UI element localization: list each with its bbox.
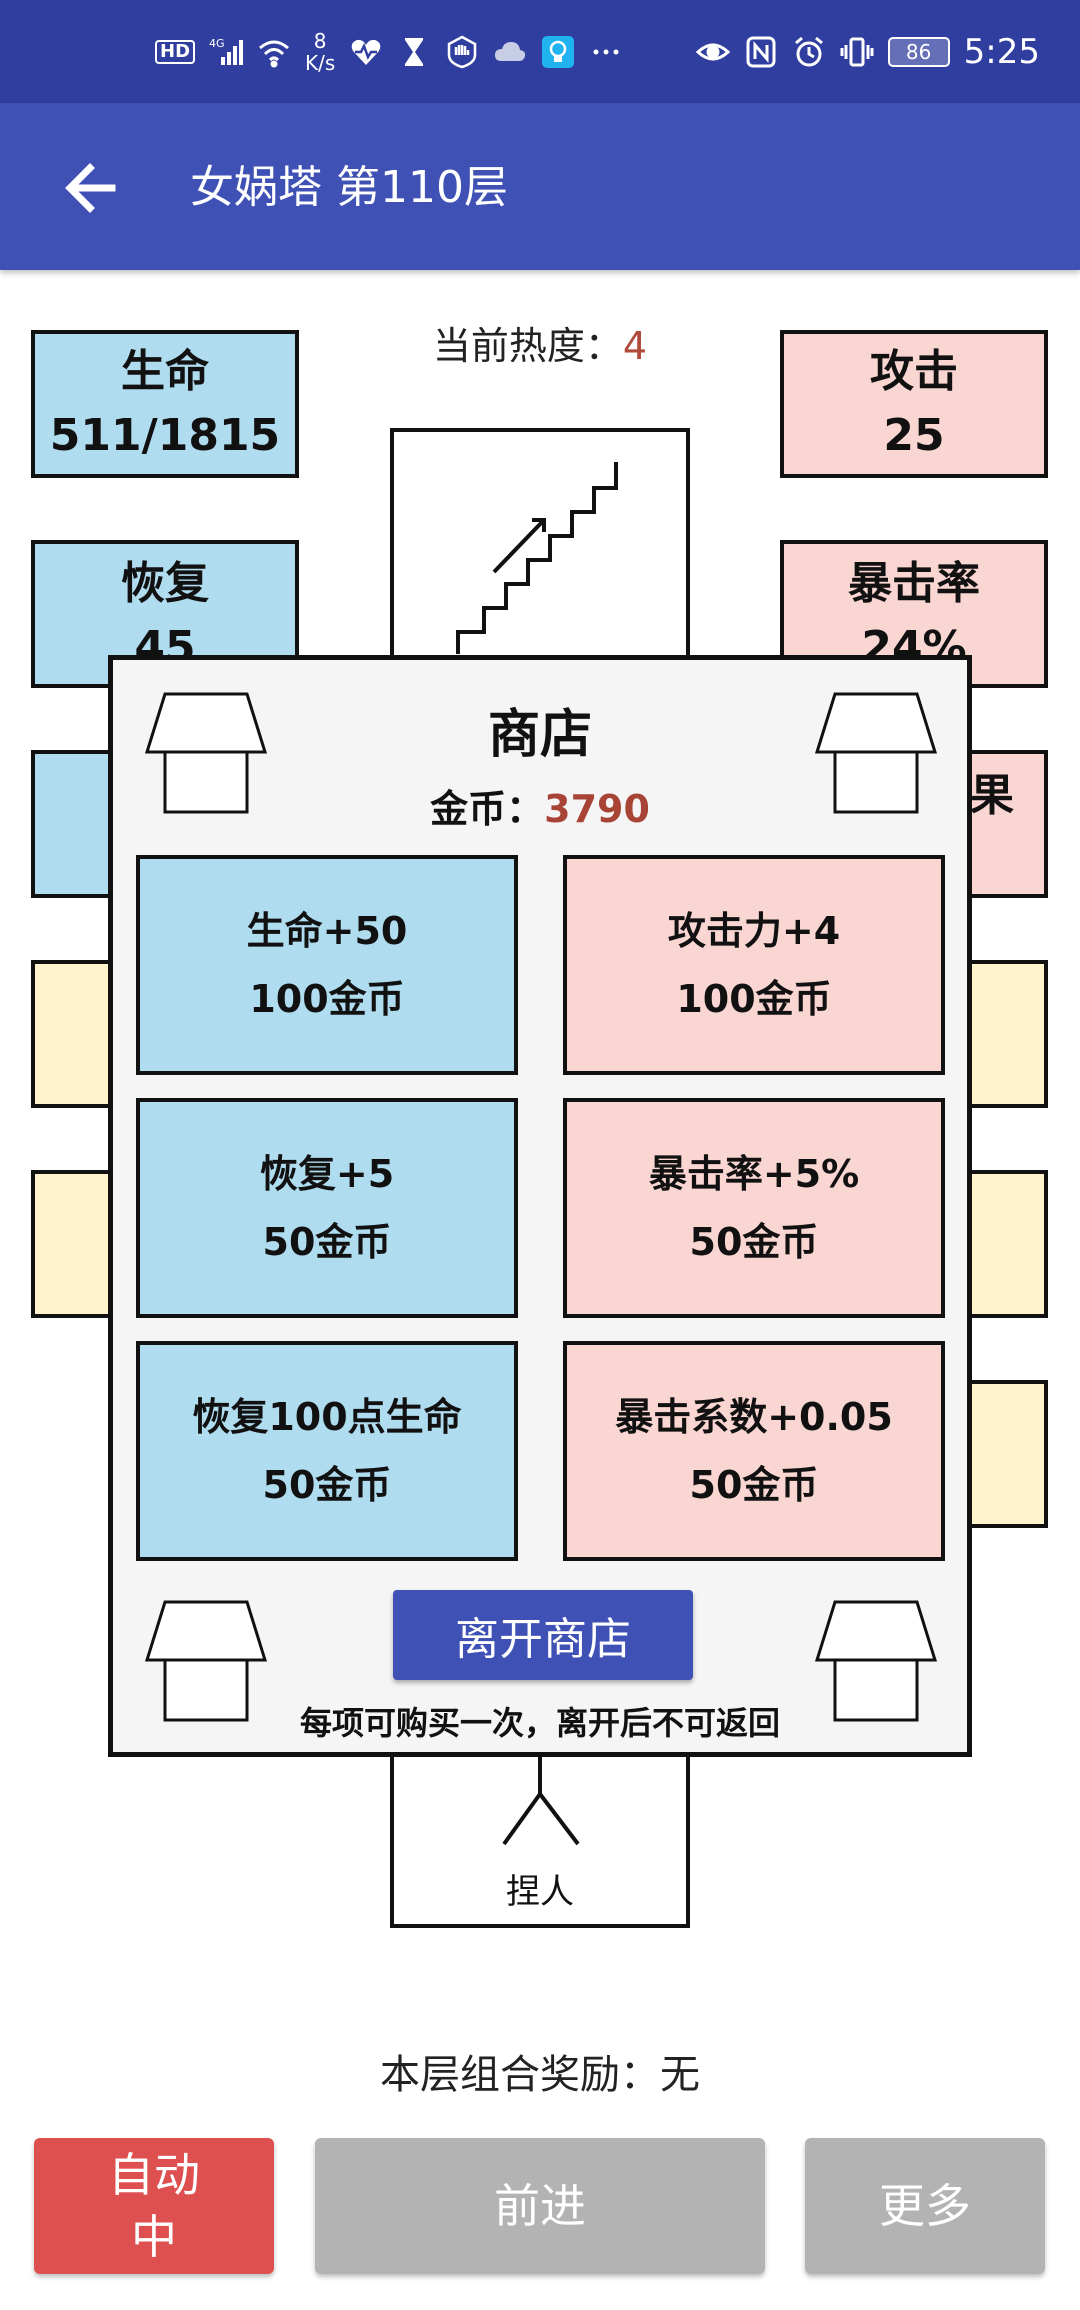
stat-hp: 生命 511/1815 [31, 330, 299, 478]
heart-rate-icon [349, 35, 383, 69]
combo-label: 本层组合奖励： [380, 2052, 660, 2098]
stat-value: 511/1815 [49, 410, 281, 461]
shop-house-icon [815, 1600, 937, 1722]
stat-label: 攻击 [870, 346, 958, 397]
heat-label: 当前热度： [432, 324, 623, 368]
item-name: 暴击系数+0.05 [615, 1395, 893, 1439]
shop-house-icon [145, 692, 267, 814]
item-name: 恢复+5 [259, 1152, 395, 1196]
shop-house-icon [145, 1600, 267, 1722]
coins-value: 3790 [544, 787, 650, 831]
item-price: 100金币 [249, 977, 405, 1021]
hd-badge: HD [155, 39, 196, 64]
item-name: 恢复100点生命 [192, 1395, 462, 1439]
cell-signal-icon: 4G [209, 35, 244, 69]
forward-button[interactable]: 前进 [315, 2138, 765, 2274]
item-price: 50金币 [689, 1463, 819, 1507]
item-price: 50金币 [689, 1220, 819, 1264]
coins-label: 金币： [430, 787, 545, 831]
item-price: 50金币 [262, 1220, 392, 1264]
shop-house-icon [815, 692, 937, 814]
battery-indicator: 86 [887, 36, 950, 67]
cloud-icon [493, 35, 527, 69]
stat-value: 25 [883, 410, 945, 461]
item-price: 50金币 [262, 1463, 392, 1507]
shop-note: 每项可购买一次，离开后不可返回 [299, 1704, 780, 1742]
hand-shield-icon [445, 35, 479, 69]
auto-label-line2: 中 [131, 2210, 177, 2264]
auto-label-line1: 自动 [108, 2148, 200, 2202]
svg-text:4G: 4G [209, 37, 225, 50]
leave-shop-button[interactable]: 离开商店 [393, 1590, 693, 1680]
shop-item-attack[interactable]: 攻击力+4 100金币 [563, 855, 945, 1075]
combo-value: 无 [660, 2052, 700, 2098]
network-speed: 8 K/s [305, 28, 336, 75]
combo-reward: 本层组合奖励：无 [0, 2042, 1080, 2100]
auto-button[interactable]: 自动 中 [34, 2138, 274, 2274]
vibrate-icon [840, 35, 874, 69]
lightbulb-app-icon [541, 35, 575, 69]
wifi-icon [257, 35, 291, 69]
status-icons-right: 86 5:25 [695, 0, 1040, 103]
more-button[interactable]: 更多 [805, 2138, 1045, 2274]
more-notifications-icon [589, 35, 623, 69]
stat-attack: 攻击 25 [780, 330, 1048, 478]
shop-item-crit-rate[interactable]: 暴击率+5% 50金币 [563, 1098, 945, 1318]
clock: 5:25 [963, 31, 1040, 72]
alarm-icon [792, 35, 826, 69]
hourglass-icon [397, 35, 431, 69]
app-bar: 女娲塔 第110层 [0, 103, 1080, 270]
shop-title: 商店 [487, 705, 592, 765]
status-icons-left: HD 4G 8 K/s [155, 0, 623, 103]
shop-item-crit-multiplier[interactable]: 暴击系数+0.05 50金币 [563, 1341, 945, 1561]
arrow-left-icon [65, 163, 116, 213]
back-button[interactable] [55, 153, 125, 223]
shop-item-heal[interactable]: 恢复100点生命 50金币 [136, 1341, 518, 1561]
item-price: 100金币 [676, 977, 832, 1021]
stat-label: 恢复 [121, 558, 209, 609]
room-character[interactable]: 捏人 [390, 1748, 690, 1928]
heat-value: 4 [622, 324, 648, 368]
shop-coins: 金币：3790 [113, 778, 967, 833]
stat-value: 果 [970, 770, 1014, 821]
page-title: 女娲塔 第110层 [190, 162, 508, 213]
room-stairs[interactable] [390, 428, 690, 668]
stairs-icon [456, 462, 618, 654]
status-bar: HD 4G 8 K/s [0, 0, 1080, 103]
shop-item-hp[interactable]: 生命+50 100金币 [136, 855, 518, 1075]
eye-icon [695, 35, 730, 69]
nfc-icon [744, 35, 778, 69]
room-label: 捏人 [506, 1872, 574, 1912]
path-fork-icon [502, 1752, 580, 1846]
shop-item-regen[interactable]: 恢复+5 50金币 [136, 1098, 518, 1318]
item-name: 生命+50 [246, 909, 408, 953]
shop-dialog: 商店 金币：3790 生命+50 100金币 攻击力+4 100金币 恢复+5 … [108, 655, 972, 1757]
heat-indicator: 当前热度：4 [0, 315, 1080, 370]
item-name: 攻击力+4 [667, 909, 841, 953]
item-name: 暴击率+5% [648, 1152, 860, 1196]
stat-label: 暴击率 [848, 558, 980, 609]
stat-label: 生命 [121, 346, 209, 397]
